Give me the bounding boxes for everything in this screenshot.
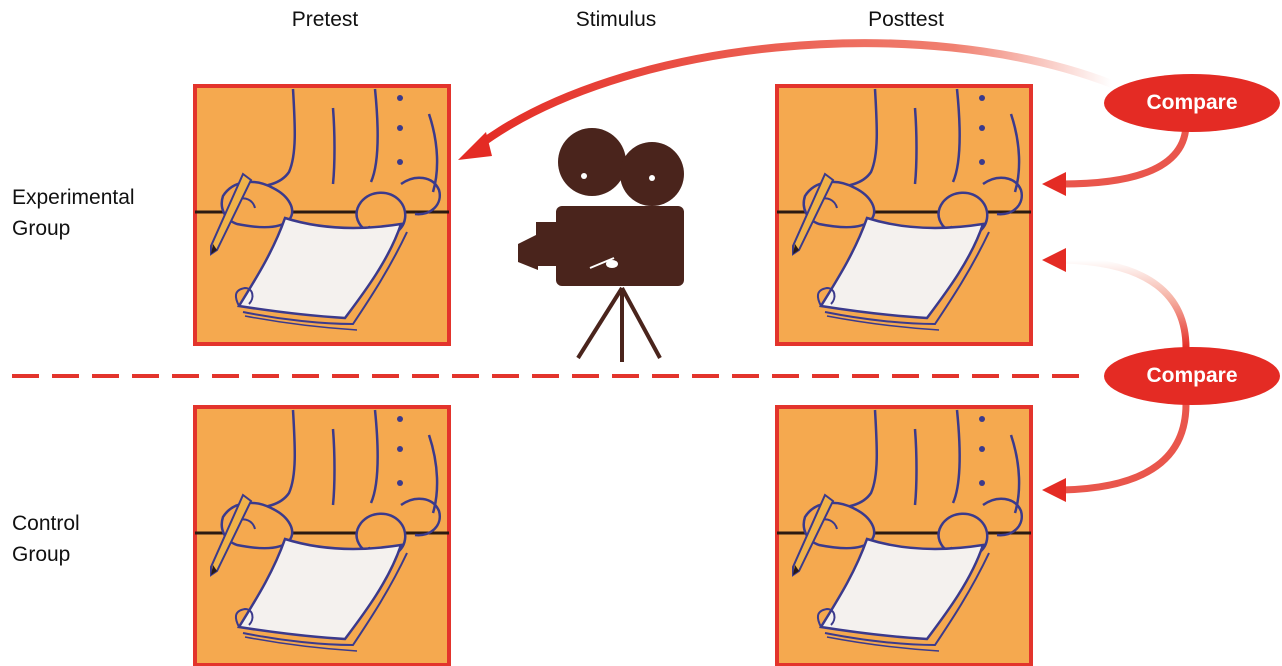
experimental-pretest-panel	[193, 84, 451, 346]
compare-arrow-to-pretest	[458, 39, 1116, 160]
compare-arrow-to-ctl-posttest	[1042, 403, 1190, 502]
compare-badge-top: Compare	[1104, 74, 1280, 132]
writing-hand-icon	[193, 405, 451, 666]
experimental-posttest-panel	[775, 84, 1033, 346]
compare-label: Compare	[1146, 91, 1238, 114]
writing-hand-icon	[775, 84, 1033, 346]
control-pretest-panel	[193, 405, 451, 666]
control-posttest-panel	[775, 405, 1033, 666]
column-header-pretest: Pretest	[291, 8, 359, 31]
column-header-stimulus: Stimulus	[575, 8, 657, 31]
compare-label: Compare	[1146, 364, 1238, 387]
row-label-control: Control Group	[12, 512, 80, 566]
compare-arrow-to-exp-posttest-lower	[1042, 248, 1190, 349]
row-label-experimental: Experimental Group	[12, 186, 135, 240]
compare-arrow-to-exp-posttest	[1042, 125, 1190, 196]
writing-hand-icon	[193, 84, 451, 346]
movie-camera-icon	[518, 128, 684, 362]
column-header-posttest: Posttest	[868, 8, 944, 31]
writing-hand-icon	[775, 405, 1033, 666]
compare-badge-middle: Compare	[1104, 347, 1280, 405]
